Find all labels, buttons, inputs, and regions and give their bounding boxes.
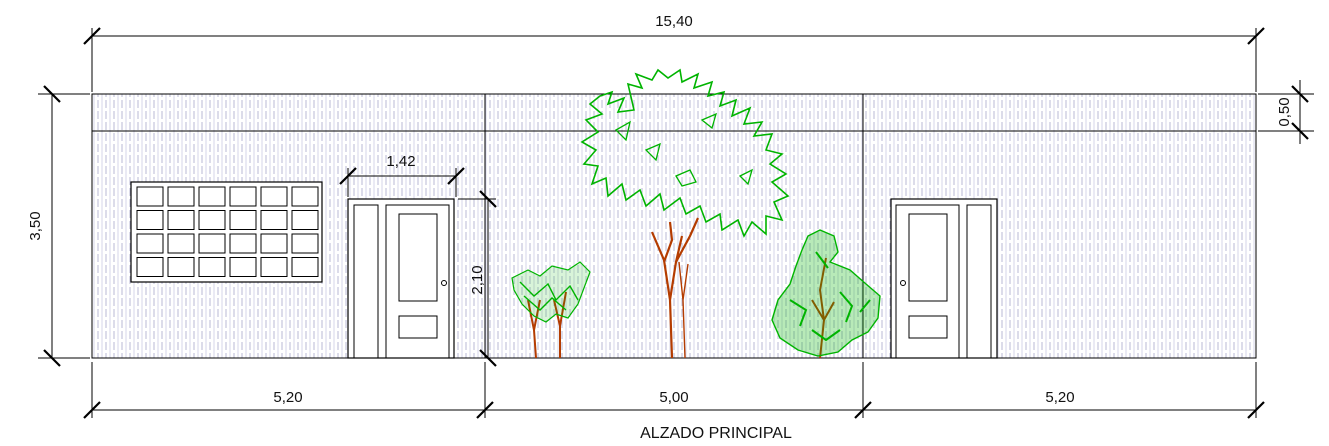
door-knob [441, 280, 447, 286]
window-pane [198, 186, 226, 207]
bush-icon [771, 229, 881, 359]
window-pane [198, 257, 226, 277]
dimension-bottom: 5,20 5,00 5,20 [83, 362, 1265, 419]
dimension-parapet-height: 0,50 [1276, 97, 1293, 126]
door-knob [900, 280, 906, 286]
window-pane [229, 257, 257, 277]
dimension-left-height: 3,50 [27, 85, 90, 367]
dimension-door-height: 2,10 [458, 190, 497, 367]
door-left [347, 198, 455, 359]
window-pane [167, 233, 195, 254]
window-pane [291, 186, 319, 207]
shrub-icon [511, 261, 591, 359]
window-pane [229, 186, 257, 207]
dimension-door-height-label: 2,10 [469, 265, 486, 294]
window-pane [198, 233, 226, 254]
window-pane [167, 186, 195, 207]
dimension-top: 15,40 [83, 13, 1265, 92]
dimension-segment-middle: 5,00 [659, 389, 688, 406]
window-pane [291, 257, 319, 277]
door-right [890, 198, 998, 359]
dimension-parapet: 0,50 [1258, 80, 1314, 144]
tree-icon [580, 68, 790, 359]
window [130, 181, 323, 283]
window-pane [198, 210, 226, 230]
dimension-door-width-label: 1,42 [386, 153, 415, 170]
window-pane [136, 233, 164, 254]
window-pane [136, 257, 164, 277]
dimension-segment-left: 5,20 [273, 389, 302, 406]
window-pane [260, 233, 288, 254]
window-pane [260, 257, 288, 277]
window-panes [136, 186, 319, 277]
window-pane [167, 210, 195, 230]
drawing-title: ALZADO PRINCIPAL [640, 425, 792, 442]
window-pane [136, 186, 164, 207]
window-pane [136, 210, 164, 230]
dimension-door-width: 1,42 [339, 153, 465, 197]
window-pane [229, 210, 257, 230]
window-pane [167, 257, 195, 277]
window-pane [260, 186, 288, 207]
window-pane [291, 210, 319, 230]
window-pane [260, 210, 288, 230]
dimension-total-width: 15,40 [655, 13, 693, 30]
dimension-segment-right: 5,20 [1045, 389, 1074, 406]
window-pane [229, 233, 257, 254]
dimension-total-height: 3,50 [27, 211, 44, 240]
window-pane [291, 233, 319, 254]
